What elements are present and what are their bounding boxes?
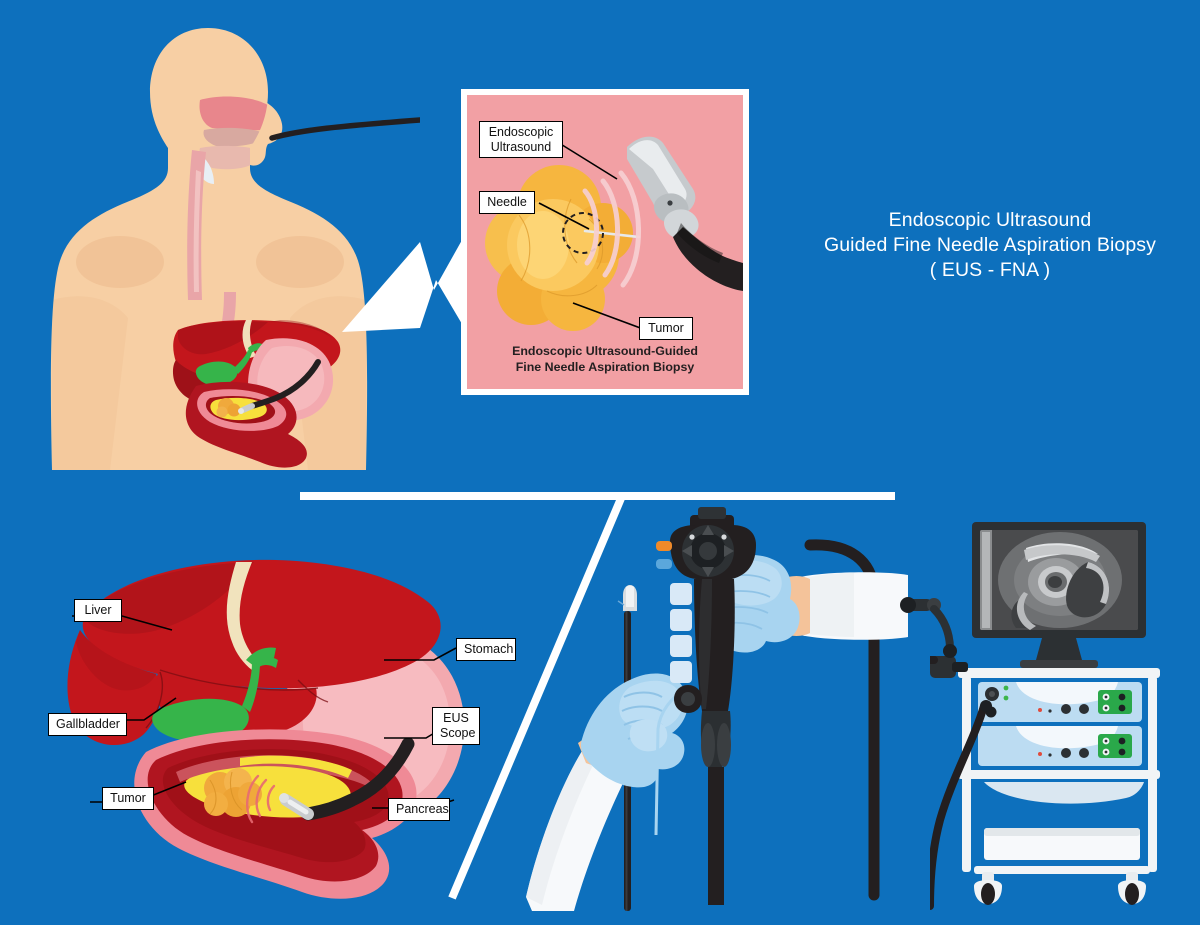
label-liver: Liver — [74, 599, 122, 622]
needle-target-circle — [562, 212, 604, 254]
tumor-lesion-lower — [204, 768, 262, 817]
ultrasound-image — [980, 530, 1138, 630]
endoscope-control-body — [654, 507, 756, 905]
title-line-3: ( EUS - FNA ) — [929, 259, 1051, 281]
label-needle: Needle — [479, 191, 535, 214]
inset-illustration: Endoscopic Ultrasound Needle Tumor Endos… — [467, 95, 743, 389]
label-endoscopic-ultrasound: Endoscopic Ultrasound — [479, 121, 563, 158]
label-stomach: Stomach — [456, 638, 516, 661]
scope-tube-entering-mouth — [269, 117, 420, 141]
equipment-cart — [958, 668, 1160, 905]
valve-buttons — [670, 583, 692, 683]
title-line-2: Guided Fine Needle Aspiration Biopsy — [823, 234, 1157, 256]
scope-connector-arm — [930, 656, 968, 678]
ultrasound-monitor — [972, 522, 1146, 668]
inset-callout-lines — [538, 142, 644, 330]
eus-scope-in-lumen — [301, 737, 415, 821]
tumor-lesion — [216, 398, 241, 418]
processor-unit-2 — [978, 726, 1142, 766]
label-tumor-lower: Tumor — [102, 787, 154, 810]
ultrasound-waves-lower — [246, 774, 276, 824]
eus-fna-inset-panel: Endoscopic Ultrasound Needle Tumor Endos… — [461, 89, 749, 395]
label-tumor-inset: Tumor — [639, 317, 693, 340]
inset-scene — [485, 136, 743, 331]
zoom-connector-zigzag — [342, 240, 462, 332]
gallbladder-organ — [152, 647, 278, 742]
processor-unit-1 — [978, 682, 1142, 722]
inset-caption: Endoscopic Ultrasound-Guided Fine Needle… — [467, 343, 743, 375]
inset-caption-line2: Fine Needle Aspiration Biopsy — [515, 360, 695, 374]
abdominal-organs-group — [172, 292, 341, 468]
label-pancreas: Pancreas — [388, 798, 450, 821]
human-body-figure — [50, 28, 420, 470]
lab-coat-sleeve — [526, 751, 628, 911]
light-guide-cable — [930, 702, 988, 910]
eus-processor-cart-group — [930, 522, 1160, 910]
anatomy-cross-section-diagram — [67, 559, 465, 899]
scope-holder-arm — [900, 597, 957, 658]
duodenum-pancreas-cross-section — [134, 729, 417, 899]
cart-casters — [974, 872, 1146, 905]
horizontal-divider — [300, 492, 895, 500]
page-title: Endoscopic Ultrasound Guided Fine Needle… — [820, 208, 1160, 283]
label-gallbladder: Gallbladder — [48, 713, 127, 736]
endoscope-transducer — [627, 136, 743, 291]
ultrasound-waves — [582, 170, 641, 288]
inset-caption-line1: Endoscopic Ultrasound-Guided — [512, 344, 698, 358]
fna-needle — [583, 229, 641, 239]
label-eus-scope: EUS Scope — [432, 707, 480, 745]
oropharynx-anatomy — [187, 96, 278, 300]
endoscope-control-head-group — [654, 507, 908, 905]
scope-shaft-and-hand — [526, 585, 688, 911]
title-line-1: Endoscopic Ultrasound — [888, 209, 1092, 231]
